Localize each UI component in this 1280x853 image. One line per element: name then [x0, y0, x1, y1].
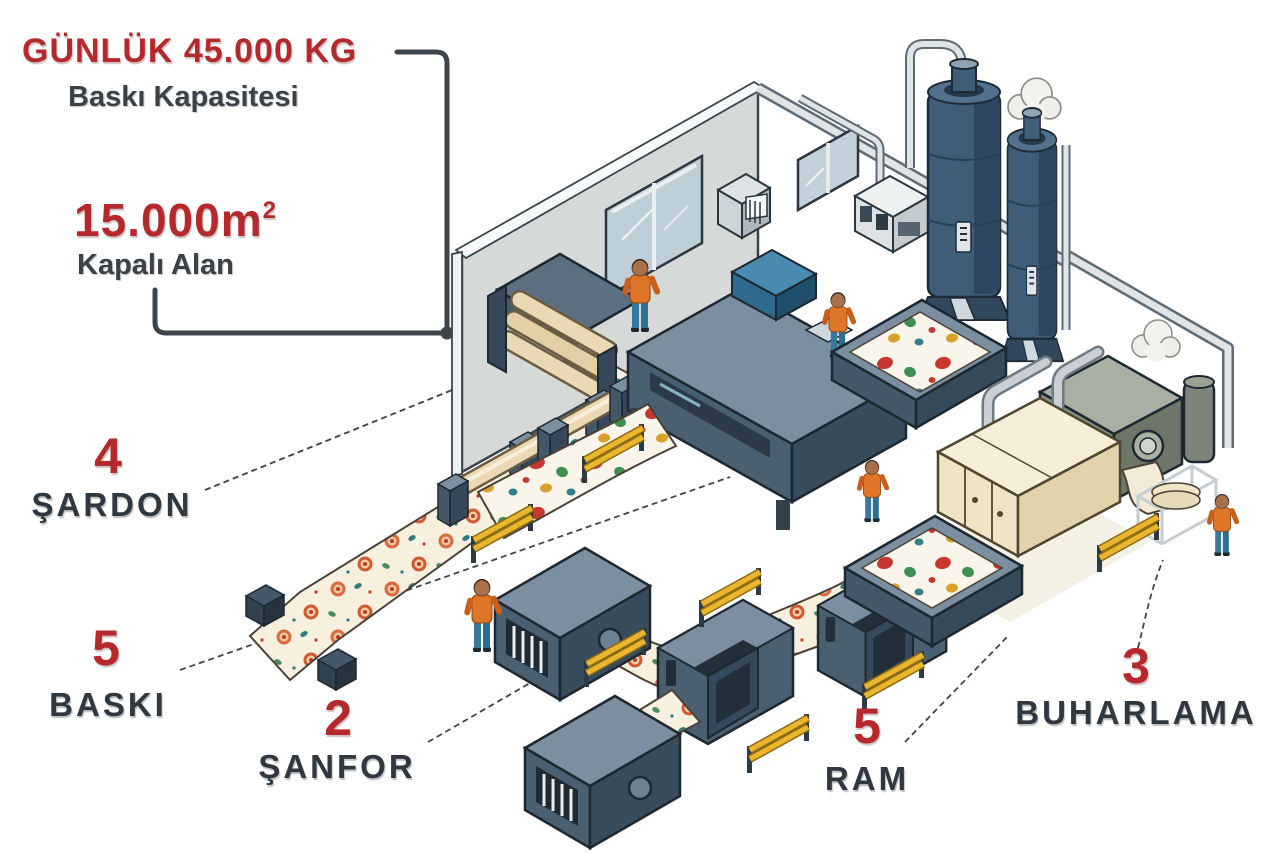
area-label: Kapalı Alan	[77, 249, 234, 281]
factory-wall	[451, 80, 772, 478]
leader-baski	[179, 476, 731, 671]
wall-cabinet-icon	[716, 172, 772, 240]
station-name-sanfor: ŞANFOR	[258, 748, 416, 785]
gas-cylinder-icon	[1182, 380, 1216, 464]
station-count-ram: 5	[853, 698, 881, 754]
station-count-sanfor: 2	[324, 690, 352, 746]
station-name-ram: RAM	[824, 760, 910, 797]
station-name-buharlama: BUHARLAMA	[1015, 694, 1257, 731]
station-name-sardon: ŞARDON	[31, 486, 193, 523]
worker-icon	[1205, 493, 1241, 557]
window-icon	[604, 153, 704, 300]
station-count-buharlama: 3	[1122, 638, 1150, 694]
sanfor-machine-icon	[522, 694, 683, 851]
leader-ram	[904, 635, 1009, 743]
pipe-run	[755, 82, 1234, 448]
steamer-cream-units	[935, 396, 1123, 559]
storage-tank-icon	[905, 39, 1012, 322]
fabric-anchor-icon	[317, 648, 357, 691]
worker-icon	[855, 459, 891, 523]
leader-buharlama	[1137, 559, 1164, 649]
printer-head-unit	[729, 248, 819, 322]
ram-machine-icon	[842, 514, 1025, 649]
sardon-machine-icon	[487, 252, 643, 412]
capacity-label: Baskı Kapasitesi	[68, 81, 299, 113]
fabric-basket-icon	[1120, 460, 1220, 546]
bracket-line	[152, 49, 450, 336]
area-superscript: 2	[262, 197, 277, 224]
sanfor-machine-icon	[492, 546, 653, 703]
bracket-junction-dot	[440, 326, 454, 340]
steamer-pipes	[981, 345, 1105, 451]
station-name-baski: BASKI	[49, 686, 167, 723]
capacity-value: GÜNLÜK 45.000 KG	[22, 32, 358, 70]
storage-tank-icon	[999, 77, 1071, 363]
ram-machine-icon	[829, 298, 1009, 431]
area-value: 15.000m2	[74, 194, 277, 246]
station-count-baski: 5	[92, 620, 120, 676]
station-count-sardon: 4	[94, 428, 122, 484]
steam-icon	[1131, 319, 1181, 363]
sardon-line	[245, 252, 716, 691]
window-icon	[796, 123, 860, 213]
